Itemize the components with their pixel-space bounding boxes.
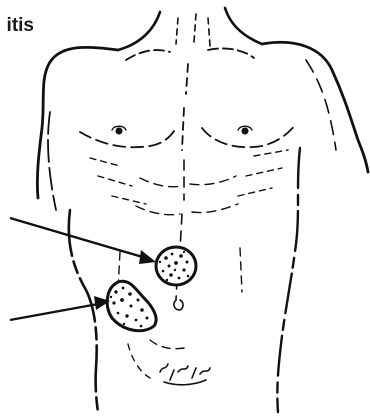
right-shoulder-arm-outline — [262, 42, 368, 172]
right-nipple — [238, 126, 252, 134]
abdominal-creases — [136, 176, 238, 215]
right-collarbone — [208, 48, 254, 58]
right-inner-arm-line — [306, 60, 336, 150]
neck-strands — [176, 14, 210, 46]
left-pectoral — [80, 128, 176, 147]
left-inner-arm-line — [48, 112, 56, 210]
lower-mass — [107, 281, 156, 330]
right-rib-lines — [238, 150, 288, 196]
upper-mass — [156, 247, 196, 285]
neck-right-outline — [225, 8, 262, 44]
neck-left-outline — [118, 12, 160, 50]
groin-crease — [128, 344, 150, 378]
navel — [174, 300, 183, 310]
sternum-line — [182, 64, 188, 150]
torso-right-side — [277, 148, 300, 412]
arrow-to-upper-mass — [10, 218, 156, 264]
left-rib-lines — [90, 158, 146, 204]
left-nipple — [112, 126, 126, 134]
left-collarbone — [126, 50, 170, 60]
pubic-hair — [160, 364, 210, 385]
